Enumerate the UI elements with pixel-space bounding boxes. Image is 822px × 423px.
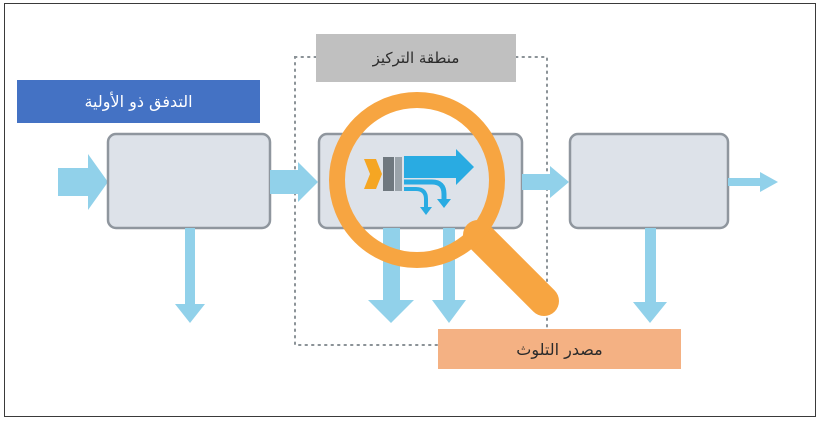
- pollution-source-label: مصدر التلوث: [516, 339, 603, 359]
- focus-area-box: [316, 34, 516, 82]
- outflow-arrow: [728, 172, 778, 192]
- magnifier-lens: [329, 92, 505, 268]
- flow-arrow-1-to-2: [270, 162, 318, 202]
- priority-flow-label: التدفق ذو الأولية: [84, 92, 193, 111]
- branch-arrow-3: [633, 228, 667, 323]
- magnifier-handle: [463, 220, 559, 316]
- pollution-source-box: [438, 329, 681, 369]
- branch-arrow-2b: [432, 228, 466, 323]
- priority-flow-box: [17, 80, 260, 123]
- process-box-3: [568, 132, 730, 230]
- process-box-1: [106, 132, 272, 230]
- focus-area-label: منطقة التركيز: [372, 49, 460, 67]
- inflow-arrow: [58, 154, 108, 210]
- branch-arrow-2a: [368, 228, 414, 323]
- flow-arrow-2-to-3: [522, 166, 569, 198]
- branch-arrow-1: [175, 228, 205, 323]
- pollution-process-icon: [364, 149, 474, 215]
